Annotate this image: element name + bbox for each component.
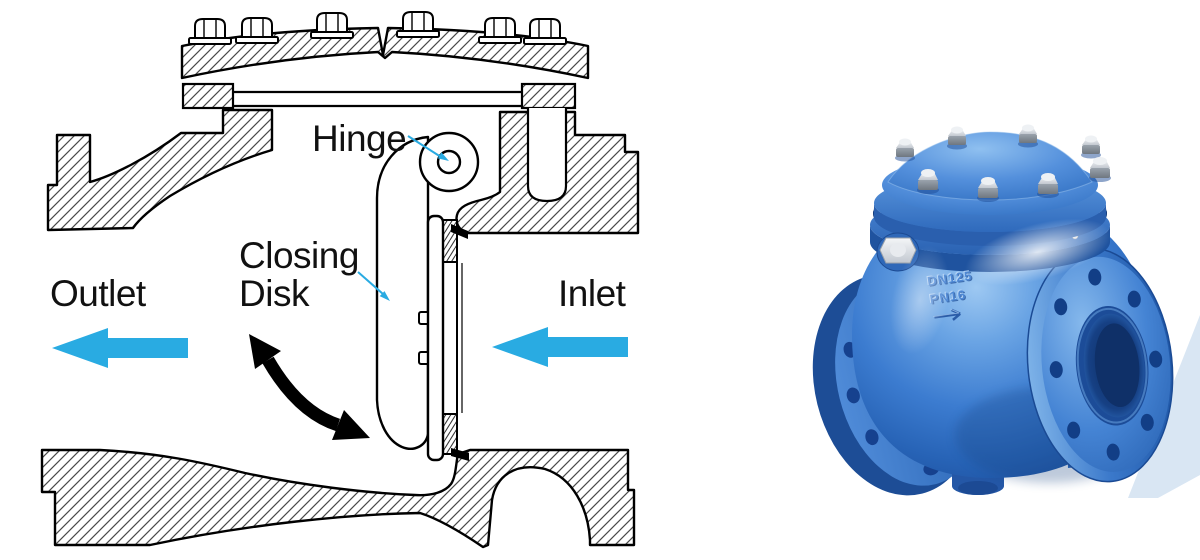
swing-motion-arrow [249,334,370,440]
flange-bolt-hole [1067,421,1081,439]
flange-bolt-hole [865,429,879,446]
bolt-icon [188,18,232,45]
seat-seal-bottom [451,448,469,461]
closing-disk-plate [426,214,445,462]
bolt-icon [478,17,522,44]
bolt-icon [977,177,999,202]
inlet-label: Inlet [558,273,627,314]
bolt-icon [1089,157,1111,182]
specular-highlight [965,218,1111,286]
bonnet-cover-plate [222,90,558,108]
bolt-icon [947,126,967,150]
flange-bolt-hole [1049,361,1063,379]
flange-bolt-hole [1088,268,1102,286]
bolt-icon [396,11,440,38]
outlet-label: Outlet [50,273,147,314]
check-valve-photo: DN125 DN125 DN125 PN16 PN16 PN16 [812,124,1200,498]
seat-ring-bottom [442,413,458,455]
valve-body-outlet-side [46,108,274,232]
flange-bolt-hole [1106,443,1120,461]
bolt-icon [235,17,279,44]
swing-arm [375,135,430,450]
outlet-flow-arrow [52,328,188,368]
flange-bolt-hole [1140,413,1154,431]
seat-seal-top [451,224,468,239]
bonnet-neck-channel [526,108,568,203]
valve-right-flange [1026,247,1174,483]
bolt-icon [895,138,915,162]
hinge-label: Hinge [312,118,406,159]
hinge-leader-line [407,135,449,161]
specular-highlight-small [890,245,950,355]
bolt-icon [1037,173,1059,198]
bolt-icon [917,169,939,194]
bolt-icon [523,18,567,45]
body-flange-left [181,82,235,110]
flange-bolt-hole [1149,350,1163,368]
body-flange-right [520,82,577,110]
flange-bolt-hole [1054,298,1068,316]
inlet-flow-arrow [492,327,628,367]
bolt-icon [1081,135,1101,159]
valve-cross-section-diagram: Hinge Closing Disk Outlet Inlet [40,11,640,549]
disk-leader-line [357,271,390,301]
bolt-icon [310,12,354,39]
flange-bolt-hole [1127,290,1141,308]
flange-bolt-hole [846,387,860,404]
closing-disk-label-line1: Closing [239,235,359,276]
valve-body-bottom [40,448,636,549]
bonnet-bolts-photo [895,124,1111,202]
closing-disk-label-line2: Disk [239,273,310,314]
bolt-icon [1018,124,1038,148]
